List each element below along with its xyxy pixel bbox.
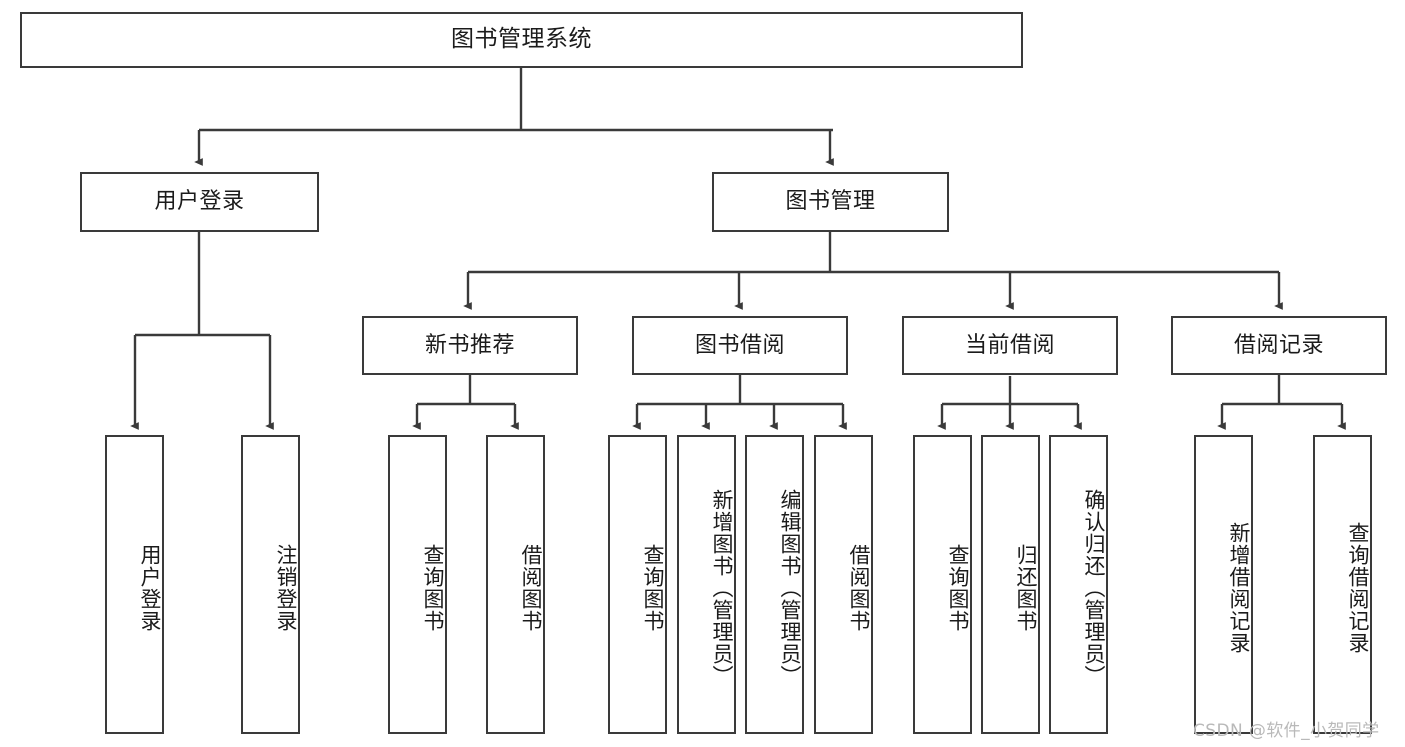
node-new-book-recommend-label: 新书推荐: [424, 332, 515, 358]
node-user-login-label: 用户登录: [154, 189, 245, 215]
leaf-confirm-return[interactable]: 确认归还（管理员）: [1049, 435, 1108, 734]
leaf-add-book-label: 新增图书（管理员）: [710, 488, 734, 687]
leaf-logout[interactable]: 注销登录: [241, 435, 300, 734]
node-book-borrow[interactable]: 图书借阅: [632, 316, 848, 375]
node-book-management[interactable]: 图书管理: [712, 172, 949, 232]
node-root[interactable]: 图书管理系统: [20, 12, 1023, 68]
leaf-return-book-label: 归还图书: [1014, 543, 1038, 632]
leaf-query-record[interactable]: 查询借阅记录: [1313, 435, 1372, 734]
leaf-logout-label: 注销登录: [274, 543, 298, 632]
leaf-query-record-label: 查询借阅记录: [1346, 521, 1370, 654]
node-book-management-label: 图书管理: [785, 189, 876, 215]
leaf-add-record-label: 新增借阅记录: [1227, 521, 1251, 654]
leaf-query-book-1[interactable]: 查询图书: [388, 435, 447, 734]
node-book-borrow-label: 图书借阅: [694, 332, 785, 358]
leaf-user-login-label: 用户登录: [138, 543, 162, 632]
leaf-return-book[interactable]: 归还图书: [981, 435, 1040, 734]
leaf-query-book-3-label: 查询图书: [946, 543, 970, 632]
leaf-add-book[interactable]: 新增图书（管理员）: [677, 435, 736, 734]
node-new-book-recommend[interactable]: 新书推荐: [362, 316, 578, 375]
leaf-query-book-2-label: 查询图书: [641, 543, 665, 632]
leaf-query-book-2[interactable]: 查询图书: [608, 435, 667, 734]
node-current-borrow[interactable]: 当前借阅: [902, 316, 1118, 375]
leaf-borrow-book-1-label: 借阅图书: [519, 543, 543, 632]
leaf-add-record[interactable]: 新增借阅记录: [1194, 435, 1253, 734]
node-user-login[interactable]: 用户登录: [80, 172, 319, 232]
leaf-borrow-book-2[interactable]: 借阅图书: [814, 435, 873, 734]
csdn-watermark: CSDN @软件_小贺同学: [1193, 721, 1380, 741]
leaf-borrow-book-2-label: 借阅图书: [847, 543, 871, 632]
leaf-query-book-1-label: 查询图书: [421, 543, 445, 632]
node-borrow-record[interactable]: 借阅记录: [1171, 316, 1387, 375]
leaf-user-login[interactable]: 用户登录: [105, 435, 164, 734]
leaf-confirm-return-label: 确认归还（管理员）: [1082, 488, 1106, 687]
leaf-edit-book-label: 编辑图书（管理员）: [778, 488, 802, 687]
leaf-query-book-3[interactable]: 查询图书: [913, 435, 972, 734]
node-root-label: 图书管理系统: [451, 26, 592, 53]
leaf-borrow-book-1[interactable]: 借阅图书: [486, 435, 545, 734]
node-borrow-record-label: 借阅记录: [1233, 332, 1324, 358]
node-current-borrow-label: 当前借阅: [964, 332, 1055, 358]
leaf-edit-book[interactable]: 编辑图书（管理员）: [745, 435, 804, 734]
